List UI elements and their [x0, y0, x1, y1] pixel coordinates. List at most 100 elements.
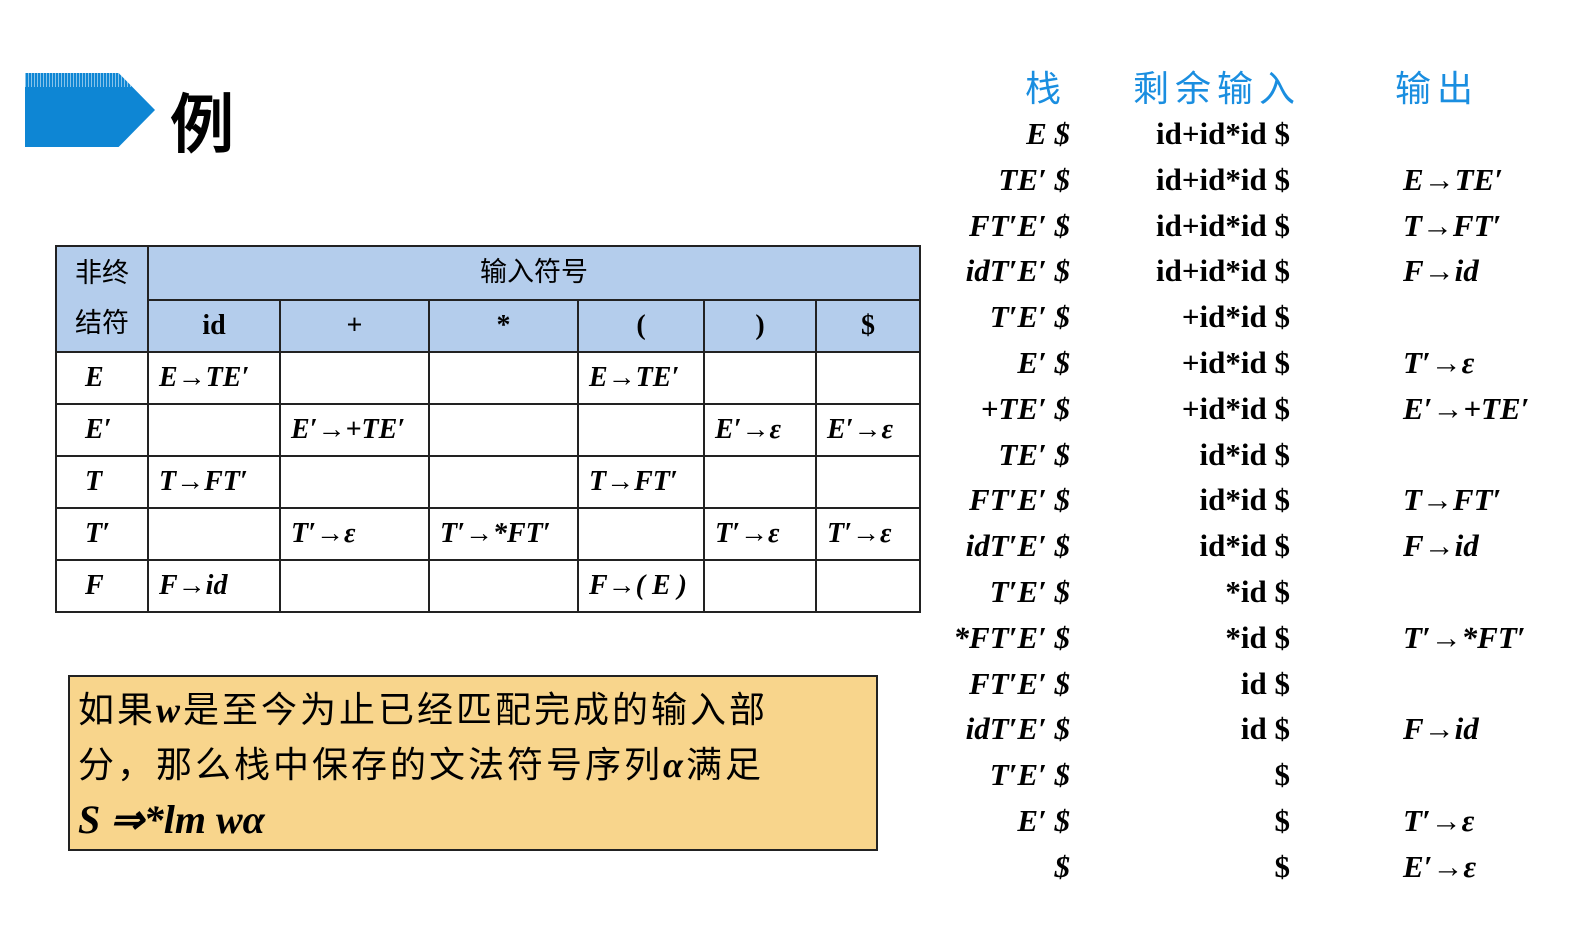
nonterminal: F	[55, 559, 149, 613]
stack-cell: E′ $	[1017, 345, 1070, 380]
output-cell: E′→+TE′	[1403, 390, 1530, 426]
stack-cell: E $	[1026, 116, 1070, 151]
input-cell: +id*id $	[1181, 345, 1290, 380]
production-cell	[703, 455, 817, 509]
stack-cell: E′ $	[1017, 803, 1070, 838]
column-header: id	[147, 299, 281, 353]
production-cell	[147, 403, 281, 457]
output-cell: T′→ε	[1403, 345, 1475, 380]
corner-line: 结符	[75, 308, 129, 339]
output-cell: F→id	[1403, 711, 1479, 747]
column-header: +	[279, 299, 430, 353]
column-header: $	[815, 299, 921, 353]
stack-cell: T′E′ $	[989, 299, 1070, 335]
input-cell: id*id $	[1199, 528, 1290, 564]
input-cell: $	[1274, 848, 1291, 884]
production-cell: F→id	[147, 559, 281, 613]
note-box: 如果w是至今为止已经匹配完成的输入部 分，那么栈中保存的文法符号序列α满足 S …	[68, 675, 878, 851]
input-cell: *id $	[1225, 574, 1290, 609]
stack-cell: *FT′E′ $	[953, 619, 1070, 655]
stack-cell: FT′E′ $	[969, 665, 1070, 701]
note-text: 如果	[78, 690, 157, 731]
production-cell: E′→ε	[703, 403, 817, 457]
input-cell: id $	[1240, 711, 1290, 747]
stack-cell: +TE′ $	[980, 390, 1070, 426]
production-cell: T→FT′	[577, 455, 705, 509]
input-cell: +id*id $	[1181, 299, 1290, 335]
output-cell: E→TE′	[1403, 161, 1504, 197]
column-header: (	[577, 299, 705, 353]
input-cell: id+id*id $	[1156, 207, 1290, 243]
note-var: w	[156, 690, 184, 730]
nonterminal: E′	[55, 403, 149, 457]
note-text: 分，那么栈中保存的文法符号序列	[78, 745, 664, 786]
production-cell: E′→+TE′	[279, 403, 430, 457]
production-cell: E→TE′	[577, 351, 705, 405]
nonterminal: E	[55, 351, 149, 405]
derivation-formula: S ⇒*lm wα	[78, 797, 265, 842]
input-cell: id $	[1240, 665, 1290, 701]
nonterminal: T	[55, 455, 149, 509]
note-var: α	[663, 745, 686, 785]
production-cell	[428, 351, 579, 405]
slide-title: 例	[170, 89, 234, 163]
input-cell: $	[1274, 757, 1291, 793]
input-cell: *id $	[1225, 619, 1290, 655]
production-cell	[428, 559, 579, 613]
stack-cell: FT′E′ $	[969, 207, 1070, 243]
stack-cell: T′E′ $	[989, 757, 1070, 793]
production-cell	[815, 559, 921, 613]
production-cell	[577, 403, 705, 457]
input-symbol-header: 输入符号	[147, 245, 921, 301]
production-cell	[577, 507, 705, 561]
output-cell: E′→ε	[1403, 848, 1477, 884]
production-cell: T′→ε	[815, 507, 921, 561]
production-cell: E′→ε	[815, 403, 921, 457]
input-cell: +id*id $	[1181, 390, 1290, 426]
corner-line: 非终	[75, 258, 129, 289]
note-text: 是至今为止已经匹配完成的输入部	[183, 690, 769, 731]
production-cell	[147, 507, 281, 561]
production-cell: T→FT′	[147, 455, 281, 509]
stack-cell: TE′ $	[998, 436, 1070, 472]
output-cell: T→FT′	[1403, 207, 1502, 243]
output-cell: F→id	[1403, 253, 1479, 289]
production-cell	[428, 403, 579, 457]
stack-cell: idT′E′ $	[965, 711, 1070, 747]
production-cell: F→( E )	[577, 559, 705, 613]
production-cell	[703, 351, 817, 405]
corner-header: 非终结符	[55, 245, 149, 353]
output-cell: T′→*FT′	[1403, 619, 1526, 655]
column-header: )	[703, 299, 817, 353]
production-cell	[279, 351, 430, 405]
input-cell: id*id $	[1199, 482, 1290, 518]
stack-cell: TE′ $	[998, 161, 1070, 197]
output-cell: F→id	[1403, 528, 1479, 564]
production-cell	[815, 455, 921, 509]
input-cell: id+id*id $	[1156, 116, 1290, 151]
production-cell: T′→*FT′	[428, 507, 579, 561]
production-cell	[428, 455, 579, 509]
nonterminal: T′	[55, 507, 149, 561]
stack-cell: $	[1054, 848, 1071, 884]
stack-cell: idT′E′ $	[965, 253, 1070, 289]
production-cell	[815, 351, 921, 405]
input-cell: id+id*id $	[1156, 253, 1290, 289]
output-cell: T′→ε	[1403, 803, 1475, 838]
production-cell: T′→ε	[279, 507, 430, 561]
production-cell	[279, 455, 430, 509]
column-header: *	[428, 299, 579, 353]
stack-cell: FT′E′ $	[969, 482, 1070, 518]
input-cell: id*id $	[1199, 436, 1290, 472]
input-cell: $	[1274, 803, 1291, 838]
production-cell: T′→ε	[703, 507, 817, 561]
input-cell: id+id*id $	[1156, 161, 1290, 197]
stack-cell: idT′E′ $	[965, 528, 1070, 564]
